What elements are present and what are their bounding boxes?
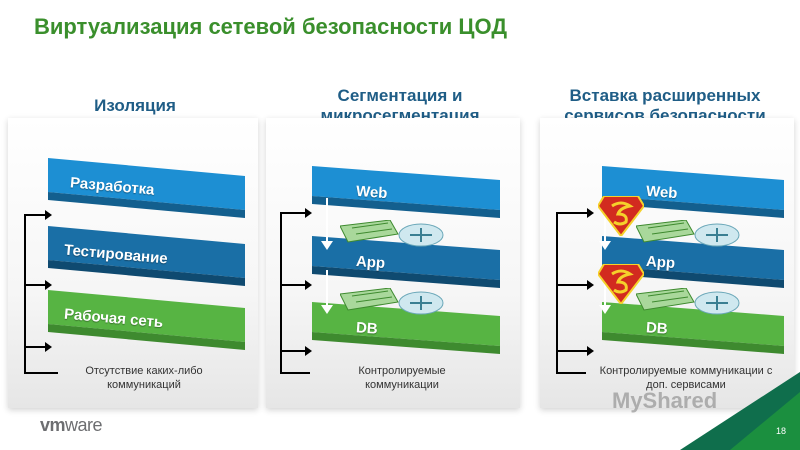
logo-ware: ware <box>65 415 103 435</box>
column-heading-isolation: Изоляция <box>94 96 176 115</box>
logo-vm: vm <box>40 415 66 435</box>
layer-web: Web <box>598 166 798 226</box>
layer-label: DB <box>355 319 379 338</box>
layer-app: App <box>598 236 798 296</box>
layer-web: Web <box>308 166 508 226</box>
connector-line <box>24 372 58 374</box>
slide-title: Виртуализация сетевой безопасности ЦОД <box>34 14 507 39</box>
router-icon <box>694 223 740 247</box>
layer-label: Web <box>355 182 388 203</box>
layer-db: DB <box>308 302 508 362</box>
shield-emblem-icon <box>598 196 644 236</box>
connector-line <box>556 372 586 374</box>
router-icon <box>398 223 444 247</box>
firewall-icon <box>340 220 399 243</box>
connector-arrow <box>280 280 312 290</box>
connector-arrow <box>556 346 594 356</box>
connector-line <box>556 212 558 372</box>
layer-label: App <box>645 253 676 272</box>
layer-label: Web <box>645 182 678 203</box>
vmware-logo: vmware <box>40 415 103 436</box>
router-icon <box>694 291 740 315</box>
layer-label: DB <box>645 319 669 338</box>
layer-block <box>602 236 784 288</box>
firewall-icon <box>636 220 695 243</box>
flow-arrow <box>321 270 333 314</box>
connector-arrow <box>24 342 52 352</box>
router-icon <box>398 291 444 315</box>
connector-arrow <box>556 280 594 290</box>
flow-arrow <box>599 270 611 314</box>
caption-isolation: Отсутствие каких-либо коммуникаций <box>85 365 203 391</box>
layer-label: App <box>355 253 386 272</box>
page-number: 18 <box>775 426 786 436</box>
layer-block <box>48 226 245 286</box>
flow-arrow <box>599 198 611 250</box>
layer-block <box>48 158 245 218</box>
connector-line <box>280 212 282 372</box>
layer-block <box>602 302 784 354</box>
layer-block <box>312 166 500 218</box>
connector-line <box>280 372 310 374</box>
layer-production: Рабочая сеть <box>40 290 250 360</box>
flow-arrow <box>321 198 333 250</box>
layer-block <box>312 236 500 288</box>
layer-block <box>48 290 245 350</box>
connector-arrow <box>280 208 312 218</box>
caption-segmentation: Контролируемые коммуникации <box>358 365 446 391</box>
corner-decoration <box>730 392 800 450</box>
connector-arrow <box>24 210 52 220</box>
connector-arrow <box>280 346 312 356</box>
firewall-icon <box>636 288 695 311</box>
connector-arrow <box>556 208 594 218</box>
connector-arrow <box>24 280 52 290</box>
shield-emblem-icon <box>598 264 644 304</box>
layer-block <box>602 166 784 218</box>
firewall-icon <box>340 288 399 311</box>
layer-app: App <box>308 236 508 296</box>
layer-block <box>312 302 500 354</box>
connector-line <box>24 214 26 372</box>
layer-testing: Тестирование <box>40 226 250 296</box>
layer-development: Разработка <box>40 158 250 228</box>
layer-db: DB <box>598 302 798 362</box>
